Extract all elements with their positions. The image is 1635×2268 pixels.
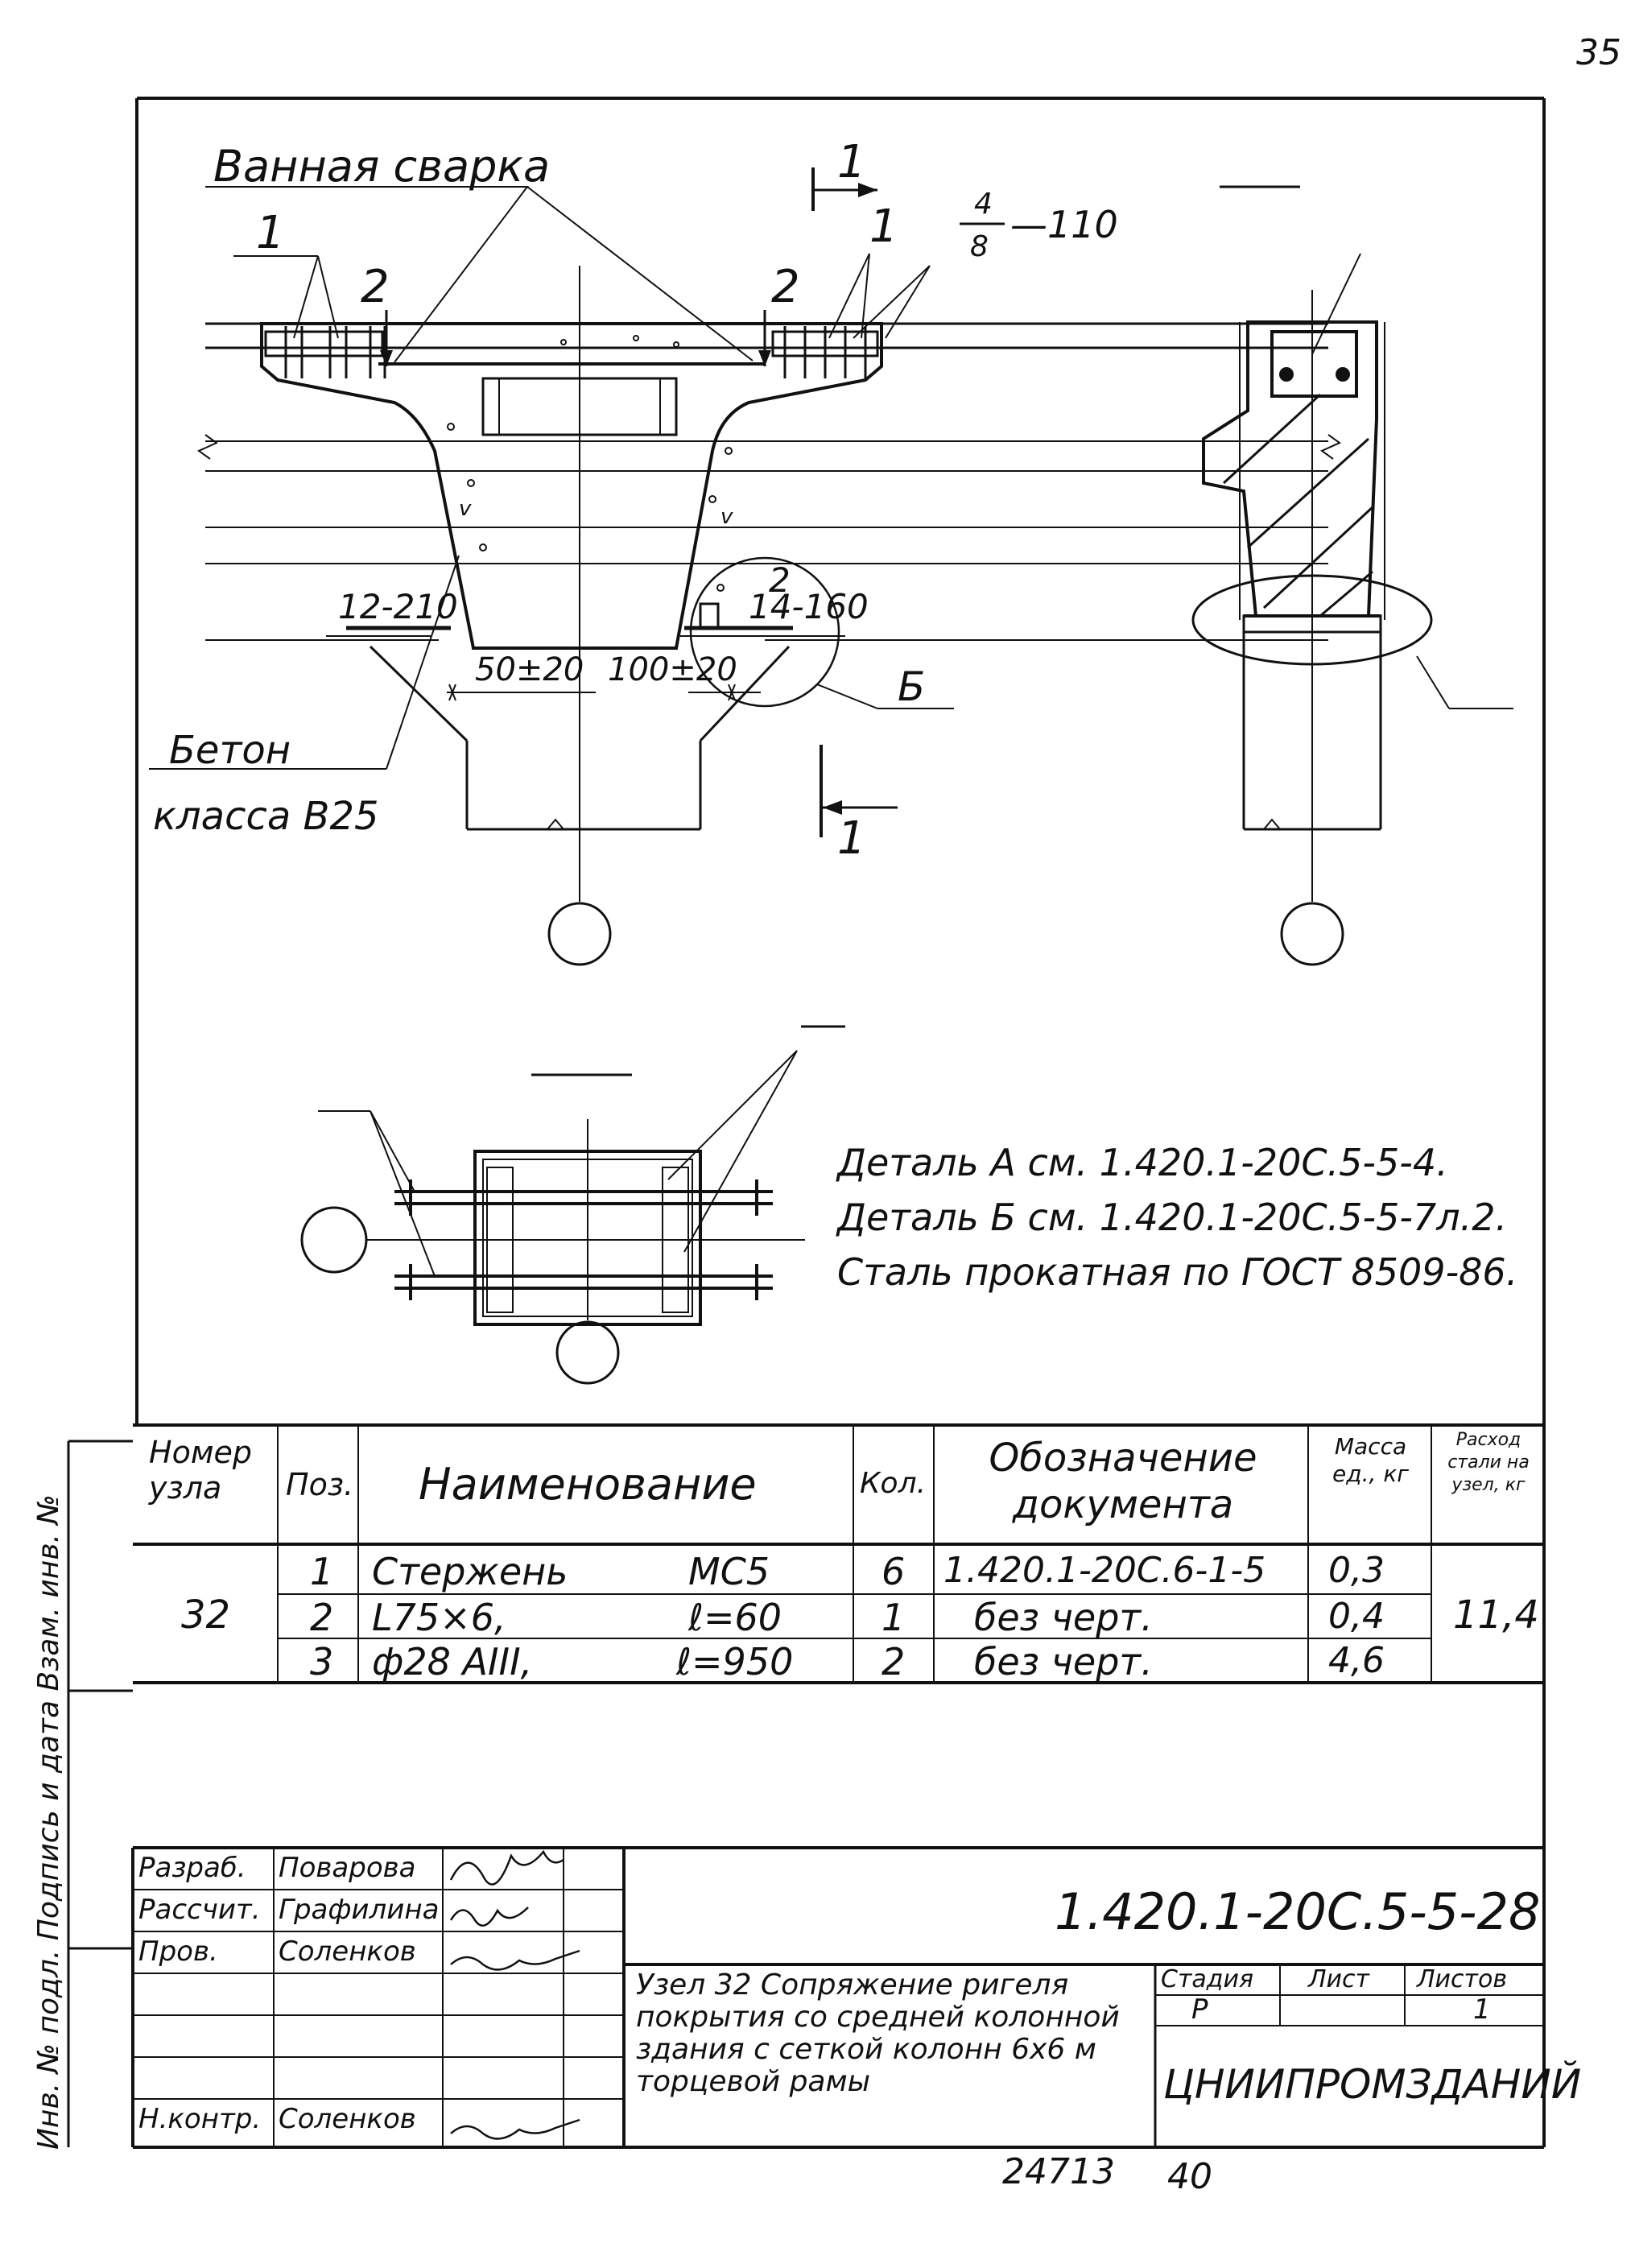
- tb-name: Соленков: [279, 2103, 416, 2135]
- tb-description: Узел 32 Сопряжение ригеля покрытия со ср…: [636, 1968, 1120, 2098]
- section-1-1-view: [1191, 185, 1513, 966]
- note-line: Сталь прокатная по ГОСТ 8509-86.: [837, 1250, 1517, 1294]
- table-row-mark: МС5: [688, 1550, 770, 1593]
- drawing-frame: [135, 97, 1546, 2147]
- pos-2-left-label: 2: [361, 261, 390, 313]
- table-row-pos: 3: [310, 1640, 334, 1683]
- table-row-mass: 0,4: [1328, 1596, 1385, 1637]
- total-steel: 11,4: [1453, 1593, 1539, 1638]
- weld-fraction-length: —110: [1010, 203, 1118, 246]
- table-row-name: L75×6,: [372, 1596, 506, 1639]
- section-1-top-label: 1: [837, 136, 866, 188]
- tb-sheets-header: Листов: [1417, 1965, 1508, 1993]
- title-block-grid: [131, 1848, 1544, 2149]
- gap-right: 100±20: [608, 651, 737, 688]
- table-row-mass: 4,6: [1328, 1640, 1385, 1681]
- tb-sheets: 1: [1473, 1993, 1491, 2026]
- svg-text:v: v: [720, 505, 733, 529]
- tb-name: Соленков: [279, 1935, 416, 1968]
- side-stamp: Инв. № подл. Подпись и дата Взам. инв. №: [32, 1494, 65, 2150]
- tb-name: Графилина: [279, 1894, 440, 1926]
- table-row-name: Стержень: [372, 1550, 568, 1593]
- table-row-doc: без черт.: [974, 1640, 1153, 1683]
- tb-stage-header: Стадия: [1161, 1965, 1254, 1993]
- table-row-qty: 6: [881, 1550, 906, 1593]
- notes: Деталь А см. 1.420.1-20С.5-5-4. Деталь Б…: [836, 1141, 1517, 1294]
- tb-stage: Р: [1191, 1993, 1208, 2026]
- weld-right-size: 14-160: [749, 587, 869, 626]
- header-name: Наименование: [419, 1459, 757, 1510]
- detail-b-label: Б: [898, 663, 925, 710]
- header-pos: Поз.: [286, 1467, 354, 1502]
- weld-label: Ванная сварка: [213, 141, 550, 192]
- table-row-pos: 2: [310, 1596, 334, 1639]
- side-stamp-grid: [67, 1440, 133, 2147]
- table-row-name: ф28 АIII,: [372, 1640, 533, 1683]
- pos-1-right-label: 1: [869, 200, 898, 253]
- tb-role: Пров.: [138, 1935, 218, 1968]
- section-2-2-view: [300, 1050, 805, 1385]
- header-mass: Масса ед., кг: [1332, 1433, 1409, 1487]
- section-1-bottom-label: 1: [837, 812, 866, 865]
- tb-sheet-header: Лист: [1308, 1965, 1370, 1993]
- weld-fraction-numerator: 4: [974, 188, 993, 221]
- tb-role: Рассчит.: [138, 1894, 261, 1926]
- svg-text:v: v: [459, 497, 472, 521]
- header-doc: Обозначение документа: [989, 1436, 1257, 1527]
- signatures: [449, 1849, 580, 2140]
- spec-table-grid: [133, 1423, 1544, 1849]
- page-number: 35: [1576, 32, 1621, 73]
- table-row-qty: 1: [881, 1596, 906, 1639]
- weld-left-size: 12-210: [338, 587, 458, 626]
- weld-fraction-denominator: 8: [970, 230, 989, 263]
- main-view: v v: [149, 167, 1341, 966]
- gap-left: 50±20: [475, 651, 584, 688]
- concrete-label-1: Бетон: [169, 728, 291, 773]
- table-row-pos: 1: [310, 1550, 334, 1593]
- pos-2-right-label: 2: [771, 261, 800, 313]
- callout-detail-num: 2: [769, 560, 791, 600]
- tb-name: Поварова: [279, 1852, 416, 1884]
- header-node: Номер узла: [149, 1435, 252, 1506]
- note-line: Деталь А см. 1.420.1-20С.5-5-4.: [836, 1141, 1448, 1184]
- header-qty: Кол.: [860, 1467, 927, 1500]
- pos-1-left-label: 1: [256, 207, 285, 259]
- tb-role: Разраб.: [138, 1852, 246, 1884]
- node-number: 32: [181, 1593, 231, 1638]
- concrete-label-2: класса В25: [153, 794, 379, 839]
- table-row-mark: ℓ=950: [676, 1640, 794, 1683]
- tb-organization: ЦНИИПРОМЗДАНИЙ: [1163, 2061, 1582, 2108]
- table-row-doc: 1.420.1-20С.6-1-5: [943, 1550, 1266, 1591]
- header-total: Расход стали на узел, кг: [1447, 1430, 1530, 1495]
- table-row-qty: 2: [881, 1640, 906, 1683]
- table-row-mark: ℓ=60: [688, 1596, 782, 1639]
- bottom-number-right: 40: [1167, 2156, 1212, 2197]
- tb-designation: 1.420.1-20С.5-5-28: [1055, 1882, 1541, 1941]
- note-line: Деталь Б см. 1.420.1-20С.5-5-7л.2.: [836, 1196, 1507, 1239]
- table-row-doc: без черт.: [974, 1596, 1153, 1639]
- tb-role: Н.контр.: [138, 2103, 262, 2135]
- bottom-number-left: 24713: [1002, 2151, 1115, 2192]
- table-row-mass: 0,3: [1328, 1550, 1385, 1591]
